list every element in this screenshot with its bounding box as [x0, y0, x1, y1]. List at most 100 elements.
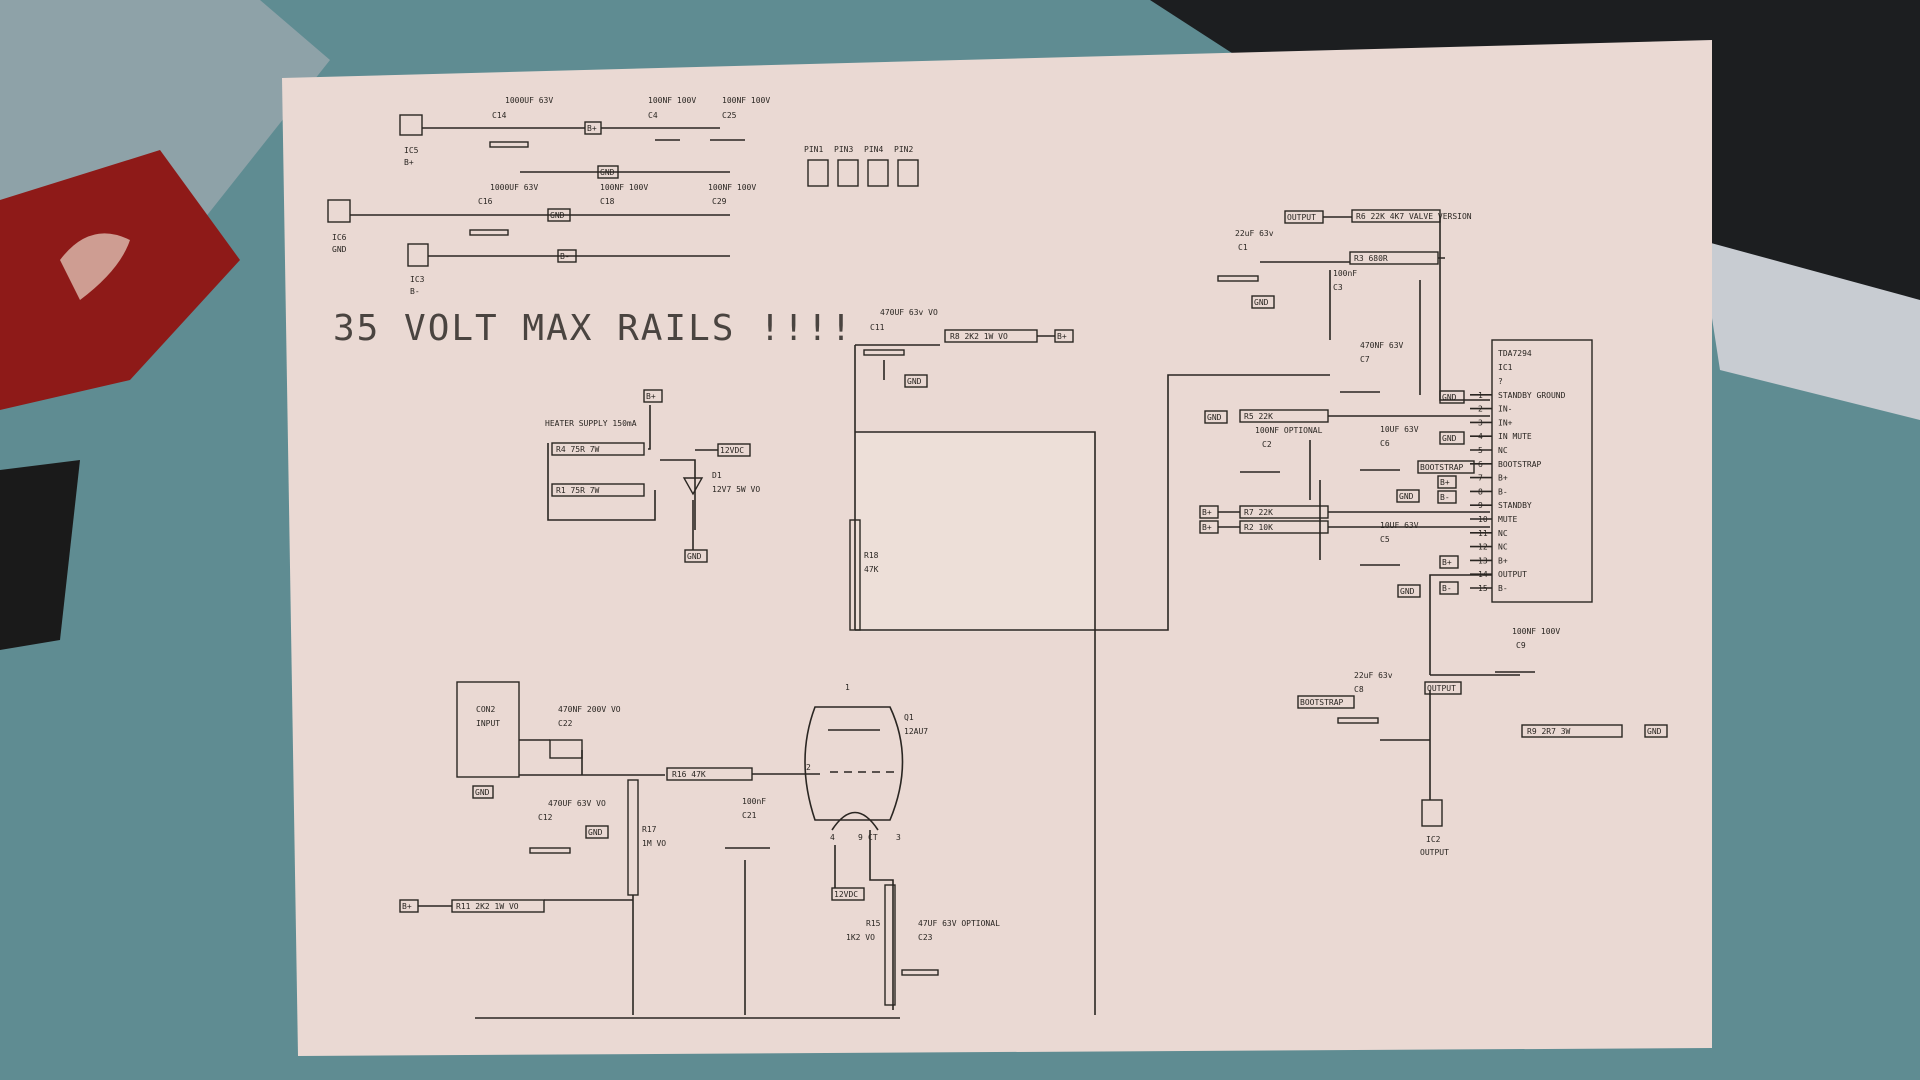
- ic1-pin-label: MUTE: [1498, 515, 1517, 524]
- ic1-pin-label: NC: [1498, 543, 1508, 552]
- c9-ref: C9: [1516, 641, 1526, 650]
- gnd-tag-1: [597, 165, 619, 179]
- c7-ref: C7: [1360, 355, 1370, 364]
- tube-pin3: 3: [896, 833, 901, 842]
- ic1-ref: IC1: [1498, 363, 1513, 372]
- c9-value: 100NF 100V: [1512, 627, 1560, 636]
- c6-ref: C6: [1380, 439, 1390, 448]
- c6-gnd-tag: [1396, 489, 1420, 503]
- ic1-pin-label: STANDBY GROUND: [1498, 391, 1566, 400]
- input-bplus-text: B+: [402, 902, 412, 911]
- r17-ref: R17: [642, 825, 657, 834]
- keyboard-edge: [1700, 240, 1920, 420]
- c1-gnd-text: GND: [1254, 298, 1269, 307]
- r5-gnd-tag: [1204, 410, 1228, 424]
- ic1-pin-label: IN-: [1498, 405, 1512, 414]
- heater-12vdc-tag: [717, 443, 751, 457]
- ic1-pin-label: NC: [1498, 446, 1508, 455]
- ground-bus: [418, 860, 900, 1019]
- c1-ref: C1: [1238, 243, 1248, 252]
- c6-value: 10UF 63V: [1380, 425, 1419, 434]
- screwdriver: [0, 460, 80, 650]
- c29-ref: C29: [712, 197, 727, 206]
- ic6-net: GND: [332, 245, 347, 254]
- pin1-box: [807, 159, 829, 187]
- r11-label: R11 2K2 1W VO: [456, 902, 519, 911]
- r6-label: R6 22K 4K7 VALVE VERSION: [1356, 212, 1472, 221]
- c3-ref: C3: [1333, 283, 1343, 292]
- ic1-pin-label: BOOTSTRAP: [1498, 460, 1542, 469]
- bootstrap-tag: [1417, 460, 1475, 474]
- ic2-ref: IC2: [1426, 835, 1441, 844]
- c8-ref: C8: [1354, 685, 1364, 694]
- gnd-tag-2: [547, 208, 571, 222]
- c14-cap: [489, 141, 529, 148]
- pin13-bplus-text: B+: [1442, 558, 1452, 567]
- r18-value: 47K: [864, 565, 879, 574]
- heater-bplus-text: B+: [646, 392, 656, 401]
- pin3-box: [837, 159, 859, 187]
- r1-resistor: [551, 483, 645, 497]
- ic1-pin-label: ?: [1498, 377, 1503, 386]
- c12-cap: [529, 847, 571, 854]
- pin1-gnd-tag: [1439, 390, 1465, 404]
- c16-cap: [469, 229, 509, 236]
- input-section: CON2 INPUT GND 470NF 200V VO C22 R16 47K…: [399, 681, 900, 1019]
- tube-ct: CT: [868, 833, 878, 842]
- tube-pin2: 2: [806, 763, 811, 772]
- c18-ref: C18: [600, 197, 615, 206]
- supply-section: IC5 B+ B+ 1000UF 63V C14 100NF 100V C4 1…: [327, 96, 770, 296]
- amp-output-text-2: OUTPUT: [1427, 684, 1456, 693]
- input-wire: [519, 739, 665, 776]
- amp-section: OUTPUT R6 22K 4K7 VALVE VERSION 22uF 63v…: [1199, 209, 1668, 857]
- pin2-box: [897, 159, 919, 187]
- 12au7-tube: [804, 706, 904, 821]
- ic1-pin-label: B+: [1498, 474, 1508, 483]
- c21-value: 100nF: [742, 797, 766, 806]
- ic2-connector: [1421, 799, 1443, 827]
- c8-value: 22uF 63v: [1354, 671, 1393, 680]
- pin7-bplus-text: B+: [1440, 478, 1450, 487]
- c12-gnd-tag: [585, 825, 609, 839]
- c4-ref: C4: [648, 111, 658, 120]
- c21-ref: C21: [742, 811, 757, 820]
- r7-label: R7 22K: [1244, 508, 1273, 517]
- c23-ref: C23: [918, 933, 933, 942]
- ic6-ref: IC6: [332, 233, 347, 242]
- ic1-pin-label: IN MUTE: [1498, 432, 1532, 441]
- pin1-gnd-text: GND: [1442, 393, 1457, 402]
- pin2-label: PIN2: [894, 145, 913, 154]
- c25-ref: C25: [722, 111, 737, 120]
- signal-loop-wire: [854, 374, 1330, 1015]
- c11-section: 470UF 63v VO C11 R8 2K2 1W VO B+ GND: [854, 308, 1074, 520]
- r9-gnd-tag: [1644, 724, 1668, 738]
- pin15-bminus-text: B-: [1442, 584, 1452, 593]
- heater-12vdc-text: 12VDC: [720, 446, 744, 455]
- ic1-part: TDA7294: [1498, 349, 1532, 358]
- heater-out-wire: [660, 449, 718, 530]
- r8-label: R8 2K2 1W VO: [950, 332, 1008, 341]
- ic5-connector: [399, 114, 423, 136]
- con2-connector: [456, 681, 520, 778]
- tube-ref: Q1: [904, 713, 914, 722]
- c11-bplus-tag: [1054, 329, 1074, 343]
- tube-pin1: 1: [845, 683, 850, 692]
- c2-ref: C2: [1262, 440, 1272, 449]
- c11-cap: [863, 349, 905, 356]
- ic1-pin-label: B-: [1498, 487, 1508, 496]
- tube-12vdc-tag: [831, 887, 865, 901]
- tda7294-ic: [1491, 339, 1593, 603]
- ic1-pin-label: B-: [1498, 584, 1508, 593]
- tube-type: 12AU7: [904, 727, 928, 736]
- zener-d1: [682, 477, 704, 496]
- c16-value: 1000UF 63V: [490, 183, 538, 192]
- c14-ref: C14: [492, 111, 507, 120]
- pin4-label: PIN4: [864, 145, 883, 154]
- con2-ref: CON2: [476, 705, 495, 714]
- r3-label: R3 680R: [1354, 254, 1388, 263]
- bootstrap-tag-text: BOOTSTRAP: [1420, 463, 1464, 472]
- c4-value: 100NF 100V: [648, 96, 696, 105]
- c12-value: 470UF 63V VO: [548, 799, 606, 808]
- c22-value: 470NF 200V VO: [558, 705, 621, 714]
